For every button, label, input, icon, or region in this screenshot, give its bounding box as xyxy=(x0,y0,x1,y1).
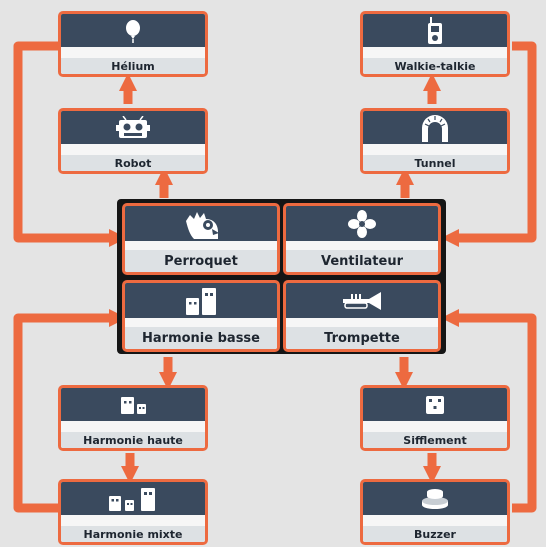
tunnel-tile[interactable]: Tunnel xyxy=(360,108,510,174)
helium-label: Hélium xyxy=(61,58,205,74)
trumpet-icon xyxy=(343,291,381,310)
parrot-icon xyxy=(186,211,219,239)
trompette-icon-area xyxy=(286,283,438,318)
harmonie-basse-label: Harmonie basse xyxy=(125,327,277,349)
sifflement-icon-area xyxy=(363,388,507,421)
ventilateur-tile[interactable]: Ventilateur xyxy=(283,203,441,275)
robot-icon-area xyxy=(61,111,205,144)
arrow-walkie-to-ventilateur xyxy=(441,41,537,247)
buzzer-icon-area xyxy=(363,482,507,515)
trompette-label: Trompette xyxy=(286,327,438,349)
buzzer-label: Buzzer xyxy=(363,526,507,542)
tunnel-label: Tunnel xyxy=(363,155,507,171)
balloon-icon xyxy=(126,19,140,43)
buzzer-icon xyxy=(422,488,448,509)
harmonie-haute-icon-area xyxy=(61,388,205,421)
harmonie-mixte-label: Harmonie mixte xyxy=(61,526,205,542)
helium-tile[interactable]: Hélium xyxy=(58,11,208,77)
harmonie-mixte-icon-area xyxy=(61,482,205,515)
fan-icon xyxy=(348,209,376,238)
robot-icon xyxy=(116,115,150,138)
robot-label: Robot xyxy=(61,155,205,171)
arrow-helium-to-perroquet xyxy=(13,41,127,247)
harmonie-haute-label: Harmonie haute xyxy=(61,432,205,448)
tunnel-icon-area xyxy=(363,111,507,144)
whistle-icon xyxy=(426,395,444,414)
harmonie-basse-icon-area xyxy=(125,283,277,318)
walkie-talkie-label: Walkie-talkie xyxy=(363,58,507,74)
walkie-talkie-icon-area xyxy=(363,14,507,47)
helium-icon-area xyxy=(61,14,205,47)
perroquet-label: Perroquet xyxy=(125,250,277,272)
arrow-mixte-to-basse xyxy=(13,309,127,513)
ventilateur-label: Ventilateur xyxy=(286,250,438,272)
perroquet-icon-area xyxy=(125,206,277,241)
perroquet-tile[interactable]: Perroquet xyxy=(122,203,280,275)
buzzer-tile[interactable]: Buzzer xyxy=(360,479,510,545)
robot-tile[interactable]: Robot xyxy=(58,108,208,174)
high-harmony-icon xyxy=(121,396,146,414)
sifflement-tile[interactable]: Sifflement xyxy=(360,385,510,451)
walkie-talkie-tile[interactable]: Walkie-talkie xyxy=(360,11,510,77)
sifflement-label: Sifflement xyxy=(363,432,507,448)
harmonie-basse-tile[interactable]: Harmonie basse xyxy=(122,280,280,352)
harmonie-haute-tile[interactable]: Harmonie haute xyxy=(58,385,208,451)
mixed-harmony-icon xyxy=(109,487,155,511)
walkie-talkie-icon xyxy=(428,16,442,44)
arrow-buzzer-to-trompette xyxy=(441,309,537,513)
ventilateur-icon-area xyxy=(286,206,438,241)
low-harmony-icon xyxy=(186,287,216,315)
trompette-tile[interactable]: Trompette xyxy=(283,280,441,352)
harmonie-mixte-tile[interactable]: Harmonie mixte xyxy=(58,479,208,545)
tunnel-icon xyxy=(422,114,448,142)
